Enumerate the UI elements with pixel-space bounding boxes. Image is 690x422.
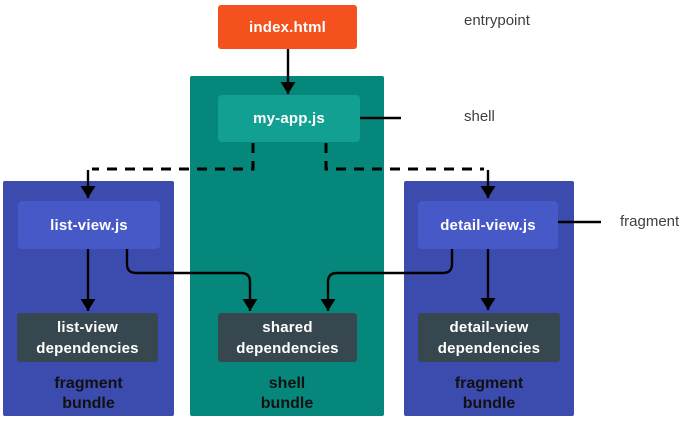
annotation-entrypoint: entrypoint xyxy=(458,8,536,34)
node-list-view: list-view.js xyxy=(18,201,160,249)
detail-view-deps-line2: dependencies xyxy=(437,339,541,357)
shared-deps-line2: dependencies xyxy=(236,339,339,357)
caption-right-line2: bundle xyxy=(462,395,516,412)
caption-left-line1: fragment xyxy=(54,375,123,392)
caption-right-line1: fragment xyxy=(454,375,524,392)
caption-right-fragment-bundle: fragment bundle xyxy=(404,374,574,414)
node-detail-view: detail-view.js xyxy=(418,201,558,249)
caption-left-fragment-bundle: fragment bundle xyxy=(3,374,174,414)
annotation-shell: shell xyxy=(458,104,501,130)
node-detail-view-dependencies: detail-view dependencies xyxy=(418,313,560,362)
caption-shell-bundle: shell bundle xyxy=(190,374,384,414)
node-index-html-label: index.html xyxy=(248,18,326,36)
node-shared-dependencies: shared dependencies xyxy=(218,313,357,362)
caption-shell-line1: shell xyxy=(268,375,306,392)
shared-deps-line1: shared xyxy=(262,318,313,336)
list-view-deps-line1: list-view xyxy=(57,318,118,336)
node-my-app: my-app.js xyxy=(218,95,360,142)
caption-shell-line2: bundle xyxy=(260,395,314,412)
node-list-view-label: list-view.js xyxy=(50,216,128,234)
node-detail-view-label: detail-view.js xyxy=(440,216,536,234)
node-my-app-label: my-app.js xyxy=(253,110,325,127)
caption-left-line2: bundle xyxy=(62,395,115,412)
node-list-view-dependencies: list-view dependencies xyxy=(17,313,158,362)
list-view-deps-line2: dependencies xyxy=(36,339,139,357)
detail-view-deps-line1: detail-view xyxy=(449,318,529,336)
annotation-fragment: fragment xyxy=(614,209,686,235)
node-index-html: index.html xyxy=(218,5,357,49)
